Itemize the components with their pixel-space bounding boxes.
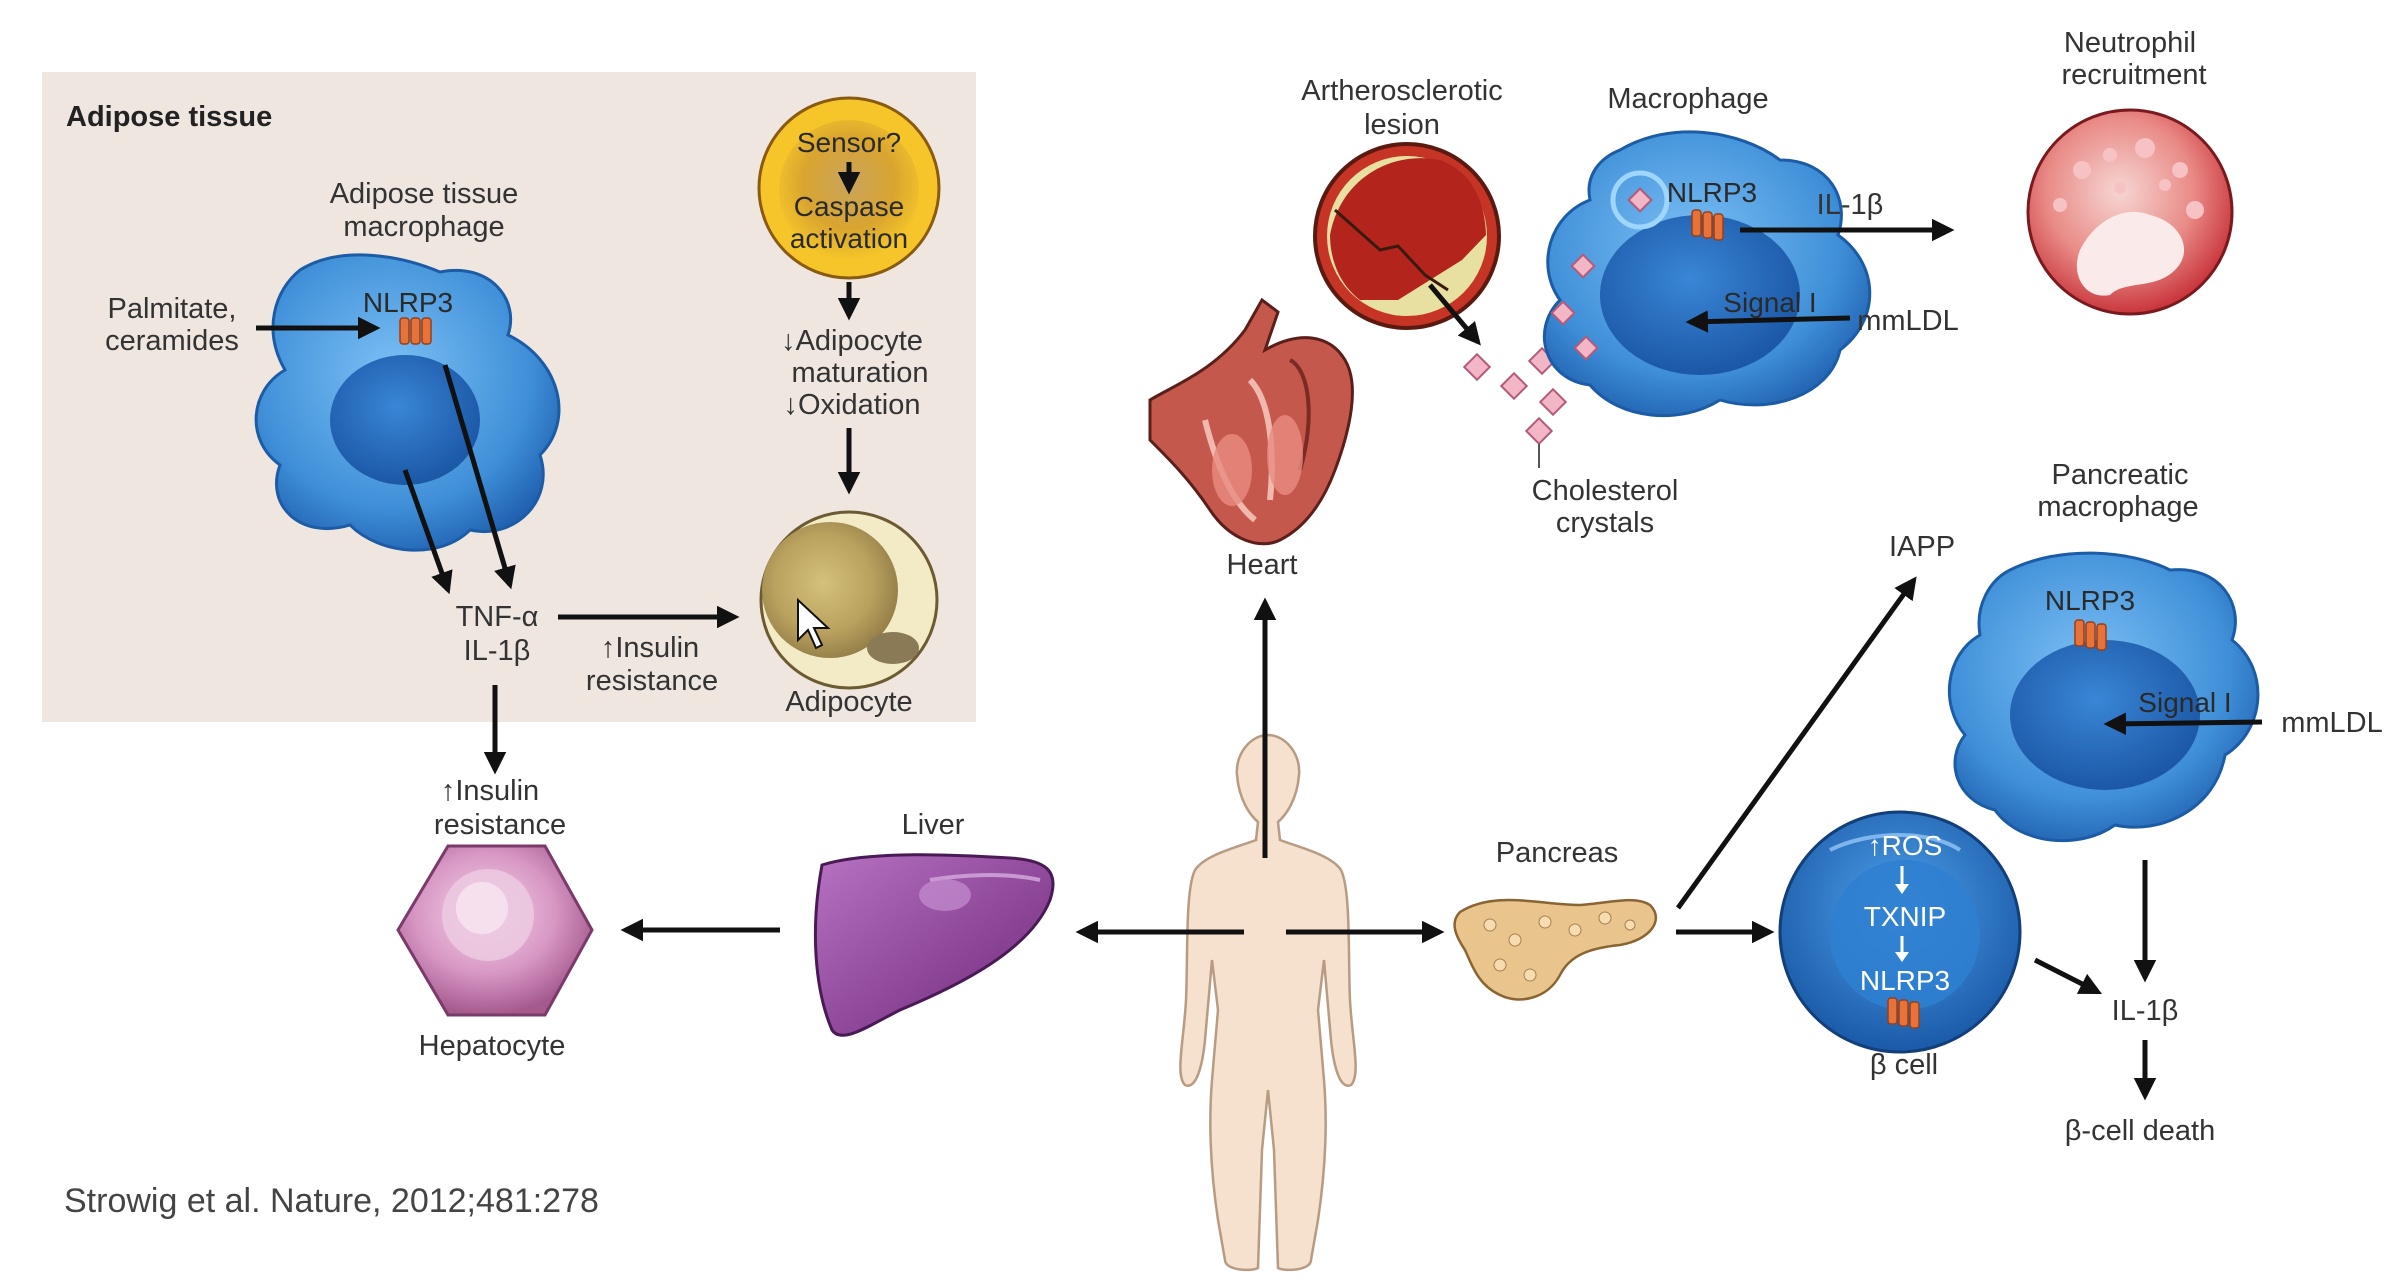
plaque-mmldl-label: mmLDL (1857, 305, 1959, 337)
txnip-label: TXNIP (1864, 901, 1946, 932)
maturation-label: maturation (791, 357, 928, 389)
beta-nlrp3-label: NLRP3 (1860, 965, 1950, 996)
il1b-label: IL-1β (464, 635, 531, 667)
adipose-macrophage-label: Adipose tissue (330, 178, 519, 210)
arrow-mmldl-to-macrophage (1685, 310, 1851, 333)
atherosclerotic-lesion-vessel (1313, 142, 1501, 330)
heart-label: Heart (1227, 549, 1298, 581)
activation-label: activation (790, 223, 908, 254)
palmitate-label: Palmitate, (108, 293, 237, 325)
plaque-il1b-label: IL-1β (1817, 189, 1884, 221)
pancreatic-macrophage-label: Pancreatic (2051, 459, 2188, 491)
pancreas-organ (1453, 898, 1657, 1001)
arrow-lesion-to-crystals (1428, 283, 1481, 346)
arrow-pancreas-to-iapp (1675, 576, 1917, 910)
cursor-icon (797, 597, 831, 650)
beta-cell-death-label: β-cell death (2065, 1115, 2215, 1147)
arrowhead-ros-to-txnip (1895, 884, 1909, 894)
beta-cell (1778, 810, 2022, 1054)
crystals-label-2: crystals (1556, 507, 1654, 539)
hepatocyte-cell (396, 844, 594, 1017)
adipose-panel-title: Adipose tissue (66, 101, 272, 133)
neutrophil-label-2: recruitment (2061, 59, 2206, 91)
plaque-nlrp3-inflammasome-icon (1691, 209, 1724, 241)
hepatocyte-label: Hepatocyte (419, 1030, 566, 1062)
pancreatic-il1b-label: IL-1β (2112, 995, 2179, 1027)
nlrp3-inflammasome-icon (399, 317, 432, 345)
tnf-alpha-label: TNF-α (456, 601, 539, 633)
adipose-resistance-label: resistance (586, 665, 718, 697)
ros-label: ↑ROS (1868, 830, 1943, 861)
pancreatic-nlrp3-inflammasome-icon (2074, 619, 2107, 651)
plaque-signal-label: Signal I (1723, 287, 1816, 318)
arrowhead-txnip-to-nlrp3 (1895, 952, 1909, 962)
pancreatic-nlrp3-label: NLRP3 (2045, 585, 2135, 616)
iapp-label: IAPP (1889, 531, 1955, 563)
arrow-beta-cell-to-il1b (2033, 957, 2103, 995)
adipocyte-maturation-label: ↓Adipocyte (781, 325, 923, 357)
heart-organ (1148, 297, 1354, 546)
pancreas-label: Pancreas (1496, 837, 1619, 869)
arrow-mmldl-to-pancreatic-macrophage (2103, 712, 2263, 736)
caspase-label: Caspase (794, 191, 905, 222)
lesion-label: Artherosclerotic (1301, 75, 1502, 107)
liver-label: Liver (902, 809, 965, 841)
adipocyte-label: Adipocyte (785, 686, 912, 718)
pancreatic-signal-label: Signal I (2138, 687, 2231, 718)
ceramides-label: ceramides (105, 325, 239, 357)
adipose-macrophage-label-2: macrophage (343, 211, 504, 243)
plaque-macrophage-cell (1542, 130, 1872, 418)
plaque-nlrp3-label: NLRP3 (1667, 177, 1757, 208)
sensor-label: Sensor? (797, 127, 901, 158)
neutrophil-label: Neutrophil (2064, 27, 2196, 59)
heart-macrophage-label: Macrophage (1607, 83, 1768, 115)
liver-organ (813, 853, 1055, 1037)
adipose-nlrp3-label: NLRP3 (363, 287, 453, 318)
arrow-nlrp3-to-cytokines (442, 364, 516, 590)
crystals-label: Cholesterol (1532, 475, 1679, 507)
pancreatic-macrophage-label-2: macrophage (2037, 491, 2198, 523)
pancreatic-mmldl-label: mmLDL (2281, 707, 2383, 739)
neutrophil-cell (2026, 108, 2234, 316)
liver-resistance-label: resistance (434, 809, 566, 841)
liver-insulin-label: ↑Insulin (441, 775, 539, 807)
adipocyte-cell (759, 510, 939, 690)
lesion-label-2: lesion (1364, 109, 1440, 141)
beta-nlrp3-inflammasome-icon (1887, 997, 1920, 1029)
adipose-insulin-label: ↑Insulin (601, 632, 699, 664)
beta-cell-label: β cell (1870, 1049, 1938, 1081)
arrow-nucleus-to-cytokines (402, 469, 453, 595)
citation-text: Strowig et al. Nature, 2012;481:278 (64, 1182, 599, 1220)
human-body-silhouette (1179, 733, 1357, 1272)
oxidation-label: ↓Oxidation (783, 389, 920, 421)
